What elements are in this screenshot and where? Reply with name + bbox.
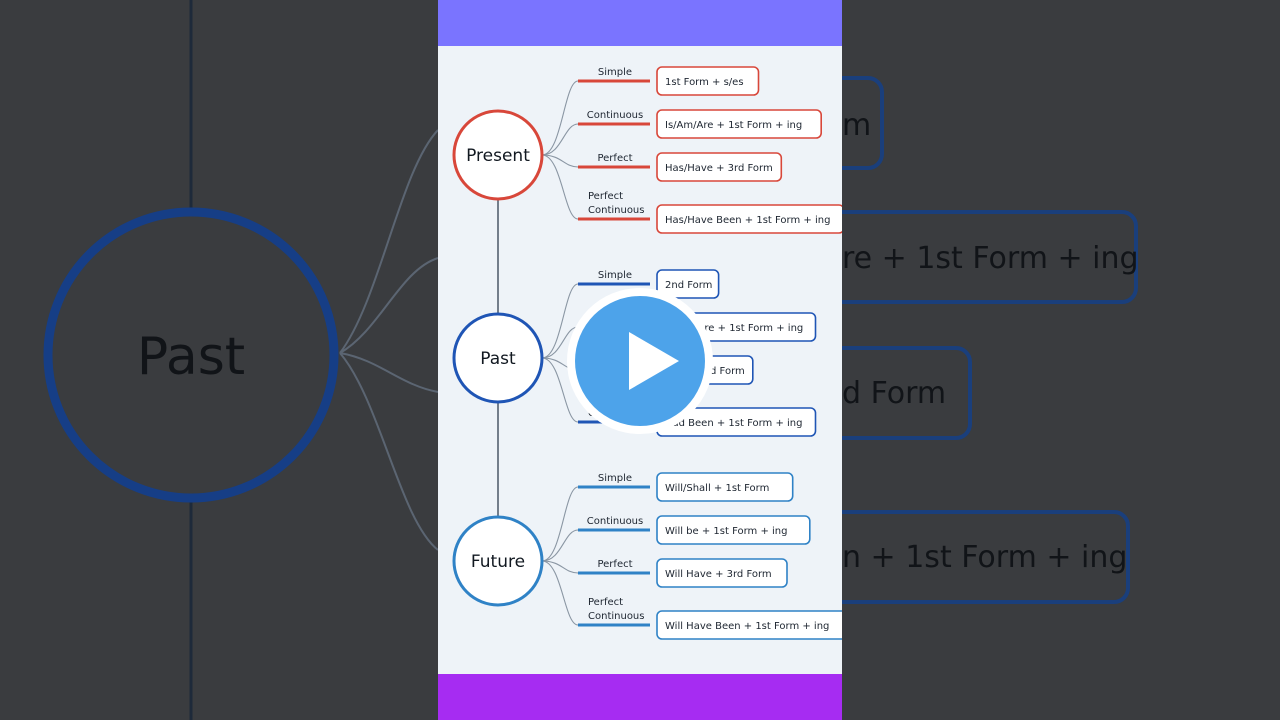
present-formula-box [656, 204, 842, 234]
branch-link [541, 80, 579, 156]
future-tense-label: Future [471, 552, 525, 572]
future-formula-box [656, 472, 794, 502]
future-formula-text: Will be + 1st Form + ing [665, 526, 787, 537]
branch-link [541, 486, 579, 562]
past-formula-text: Had Been + 1st Form + ing [665, 418, 802, 429]
branch-link [541, 560, 579, 626]
future-formula-box [656, 610, 842, 640]
bg-past-circle [43, 207, 339, 503]
present-formula-box [656, 66, 760, 96]
past-formula-text: 2nd Form [665, 280, 712, 291]
play-button-circle[interactable] [575, 296, 705, 426]
present-formula-text: Has/Have + 3rd Form [665, 163, 773, 174]
branch-link [541, 154, 579, 220]
present-branch-label: Perfect [597, 153, 632, 164]
present-formula-text: 1st Form + s/es [665, 77, 744, 88]
branch-link [541, 357, 579, 423]
future-formula-text: Will Have Been + 1st Form + ing [665, 621, 829, 632]
bg-formula-text: n + 1st Form + ing [842, 540, 1127, 575]
past-formula-text: Was/Were + 1st Form + ing [665, 323, 803, 334]
future-formula-box [656, 558, 788, 588]
past-branch-label: Simple [598, 270, 632, 281]
present-branch-label: Simple [598, 67, 632, 78]
past-tense-label: Past [480, 349, 516, 369]
past-tense-circle [452, 312, 544, 404]
present-formula-text: Is/Am/Are + 1st Form + ing [665, 120, 802, 131]
future-branch-label: Continuous [588, 611, 644, 622]
branch-link [541, 560, 579, 574]
present-formula-box [656, 152, 783, 182]
future-branch-label: Perfect [597, 559, 632, 570]
past-formula-box [656, 269, 720, 299]
play-button[interactable] [567, 288, 713, 434]
future-tense-circle [452, 515, 544, 607]
branch-link [541, 529, 579, 562]
present-tense-circle [452, 109, 544, 201]
future-formula-text: Will Have + 3rd Form [665, 569, 772, 580]
bg-branch-line [339, 129, 439, 354]
branch-link [541, 154, 579, 168]
present-formula-box [656, 109, 822, 139]
future-branch-label: Continuous [587, 516, 643, 527]
play-icon [629, 332, 679, 390]
bg-formula-text: d Form [842, 376, 946, 411]
present-tense-label: Present [466, 146, 530, 166]
bg-formula-text: m [842, 108, 871, 143]
present-branch-label: Continuous [588, 205, 644, 216]
future-formula-box [656, 515, 811, 545]
present-branch-label: Perfect [588, 191, 623, 202]
future-branch-label: Simple [598, 473, 632, 484]
bg-formula-text: re + 1st Form + ing [842, 241, 1139, 276]
future-formula-text: Will/Shall + 1st Form [665, 483, 769, 494]
present-formula-text: Has/Have Been + 1st Form + ing [665, 215, 830, 226]
future-branch-label: Perfect [588, 597, 623, 608]
branch-link [541, 283, 579, 359]
branch-link [541, 123, 579, 156]
top-bar [438, 0, 842, 46]
present-branch-label: Continuous [587, 110, 643, 121]
bg-branch-line [339, 352, 439, 551]
bg-past-label: Past [137, 327, 245, 387]
bg-branch-line [339, 257, 439, 354]
bottom-bar [438, 674, 842, 720]
bg-branch-line [339, 352, 439, 393]
